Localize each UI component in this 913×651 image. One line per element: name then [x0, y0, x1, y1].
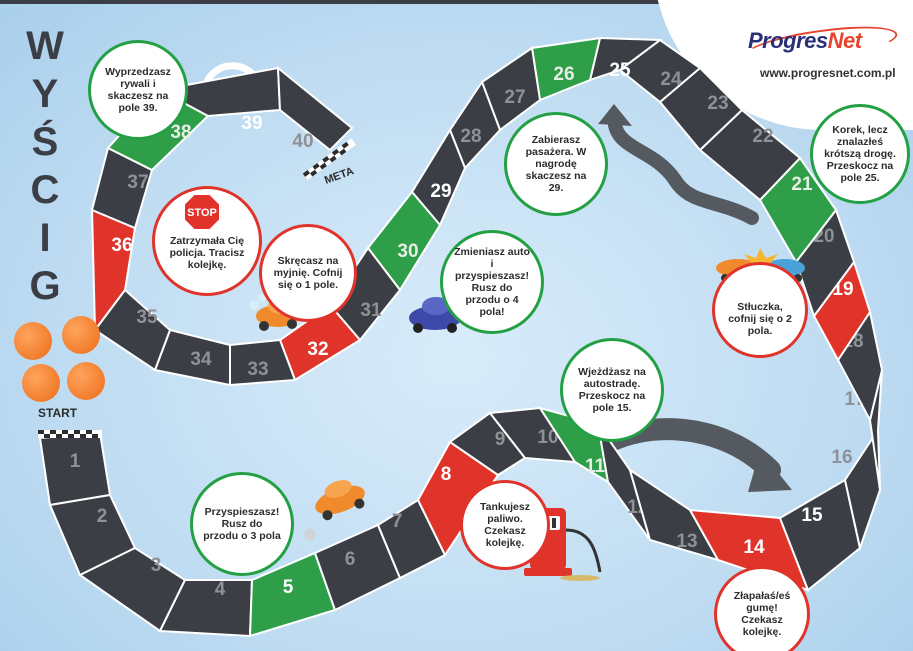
track-field-number: 2 — [97, 506, 108, 527]
track-field-number: 4 — [215, 579, 226, 600]
top-bar — [0, 0, 913, 4]
track-field-number: 23 — [707, 93, 728, 114]
blue-car-icon — [409, 297, 479, 333]
shortcut-road-21-25 — [608, 118, 759, 225]
player-token[interactable] — [67, 362, 105, 400]
track-field-number: 7 — [392, 511, 403, 532]
instruction-bubble-21: Korek, lecz znalazłeś krótszą drogę. Prz… — [810, 104, 910, 204]
track-field-number: 3 — [151, 555, 162, 576]
track-field-number: 14 — [743, 537, 765, 558]
track-field-number: 38 — [170, 122, 191, 143]
game-title: W Y Ś C I G — [25, 22, 65, 310]
title-letter: Y — [31, 72, 59, 116]
track-field-number: 31 — [360, 300, 382, 321]
track-field-number: 22 — [752, 126, 773, 147]
orange-race-car-icon — [303, 480, 365, 541]
track-field-number: 13 — [676, 531, 697, 552]
track-field-40[interactable] — [276, 65, 354, 152]
track-field-number: 6 — [345, 549, 356, 570]
stop-sign-icon: STOP — [183, 193, 221, 231]
instruction-bubble-8: Tankujesz paliwo. Czekasz kolejkę. — [460, 480, 550, 570]
track-field-number: 29 — [430, 181, 451, 202]
instruction-bubble-11: Wjeżdżasz na autostradę. Przeskocz na po… — [560, 338, 664, 442]
track-field-number: 15 — [801, 505, 823, 526]
track-field-number: 5 — [283, 577, 294, 598]
start-label: START — [38, 406, 78, 420]
brand-logo[interactable]: ProgresNet — [748, 28, 862, 54]
shortcut-arrow-head-icon — [598, 104, 632, 126]
player-token[interactable] — [22, 364, 60, 402]
track-field-number: 36 — [111, 235, 132, 256]
player-token[interactable] — [14, 322, 52, 360]
track-field-number: 37 — [127, 172, 148, 193]
instruction-bubble-30: Zmieniasz auto i przyspieszasz! Rusz do … — [440, 230, 544, 334]
track-field-number: 21 — [791, 174, 813, 195]
track-field-number: 28 — [460, 126, 481, 147]
track-field-number: 25 — [609, 60, 631, 81]
start-checker — [38, 430, 102, 438]
instruction-bubble-5: Przyspieszasz! Rusz do przodu o 3 pola — [190, 472, 294, 576]
stop-sign-label: STOP — [187, 207, 217, 219]
track-field-number: 26 — [553, 64, 574, 85]
title-letter: G — [29, 264, 61, 308]
track-field-number: 16 — [831, 447, 852, 468]
shortcut-arrow-head-icon — [748, 450, 792, 492]
instruction-bubble-32: Skręcasz na myjnię. Cofnij się o 1 pole. — [259, 224, 357, 322]
track-field-number: 34 — [190, 349, 212, 370]
track-field-number: 24 — [660, 69, 682, 90]
title-letter: Ś — [31, 120, 59, 164]
track-field-number: 35 — [136, 307, 158, 328]
title-letter: I — [39, 216, 51, 260]
instruction-bubble-26: Zabierasz pasażera. W nagrodę skaczesz n… — [504, 112, 608, 216]
track-field-number: 27 — [504, 87, 525, 108]
brand-name-a: Progres — [748, 28, 828, 53]
track-field-number: 9 — [495, 429, 506, 450]
brand-url[interactable]: www.progresnet.com.pl — [760, 66, 896, 80]
track-field-number: 1 — [70, 451, 81, 472]
finish-checker — [302, 138, 357, 181]
track-field-number: 39 — [241, 113, 262, 134]
title-letter: C — [30, 168, 60, 212]
track-field-number: 30 — [397, 241, 418, 262]
track-field-number: 8 — [441, 464, 452, 485]
instruction-bubble-38: Wyprzedzasz rywali i skaczesz na pole 39… — [88, 40, 188, 140]
track-field-number: 33 — [247, 359, 268, 380]
track-field-number: 40 — [292, 131, 313, 152]
brand-name-b: Net — [827, 28, 862, 53]
title-letter: W — [26, 24, 64, 68]
player-token[interactable] — [62, 316, 100, 354]
instruction-bubble-14: Złapałaś/eś gumę! Czekasz kolejkę. — [714, 566, 810, 651]
track-field-number: 10 — [537, 427, 558, 448]
instruction-bubble-19: Stłuczka, cofnij się o 2 pola. — [712, 262, 808, 358]
track-field-number: 32 — [307, 339, 328, 360]
track-field-number: 11 — [585, 456, 606, 477]
